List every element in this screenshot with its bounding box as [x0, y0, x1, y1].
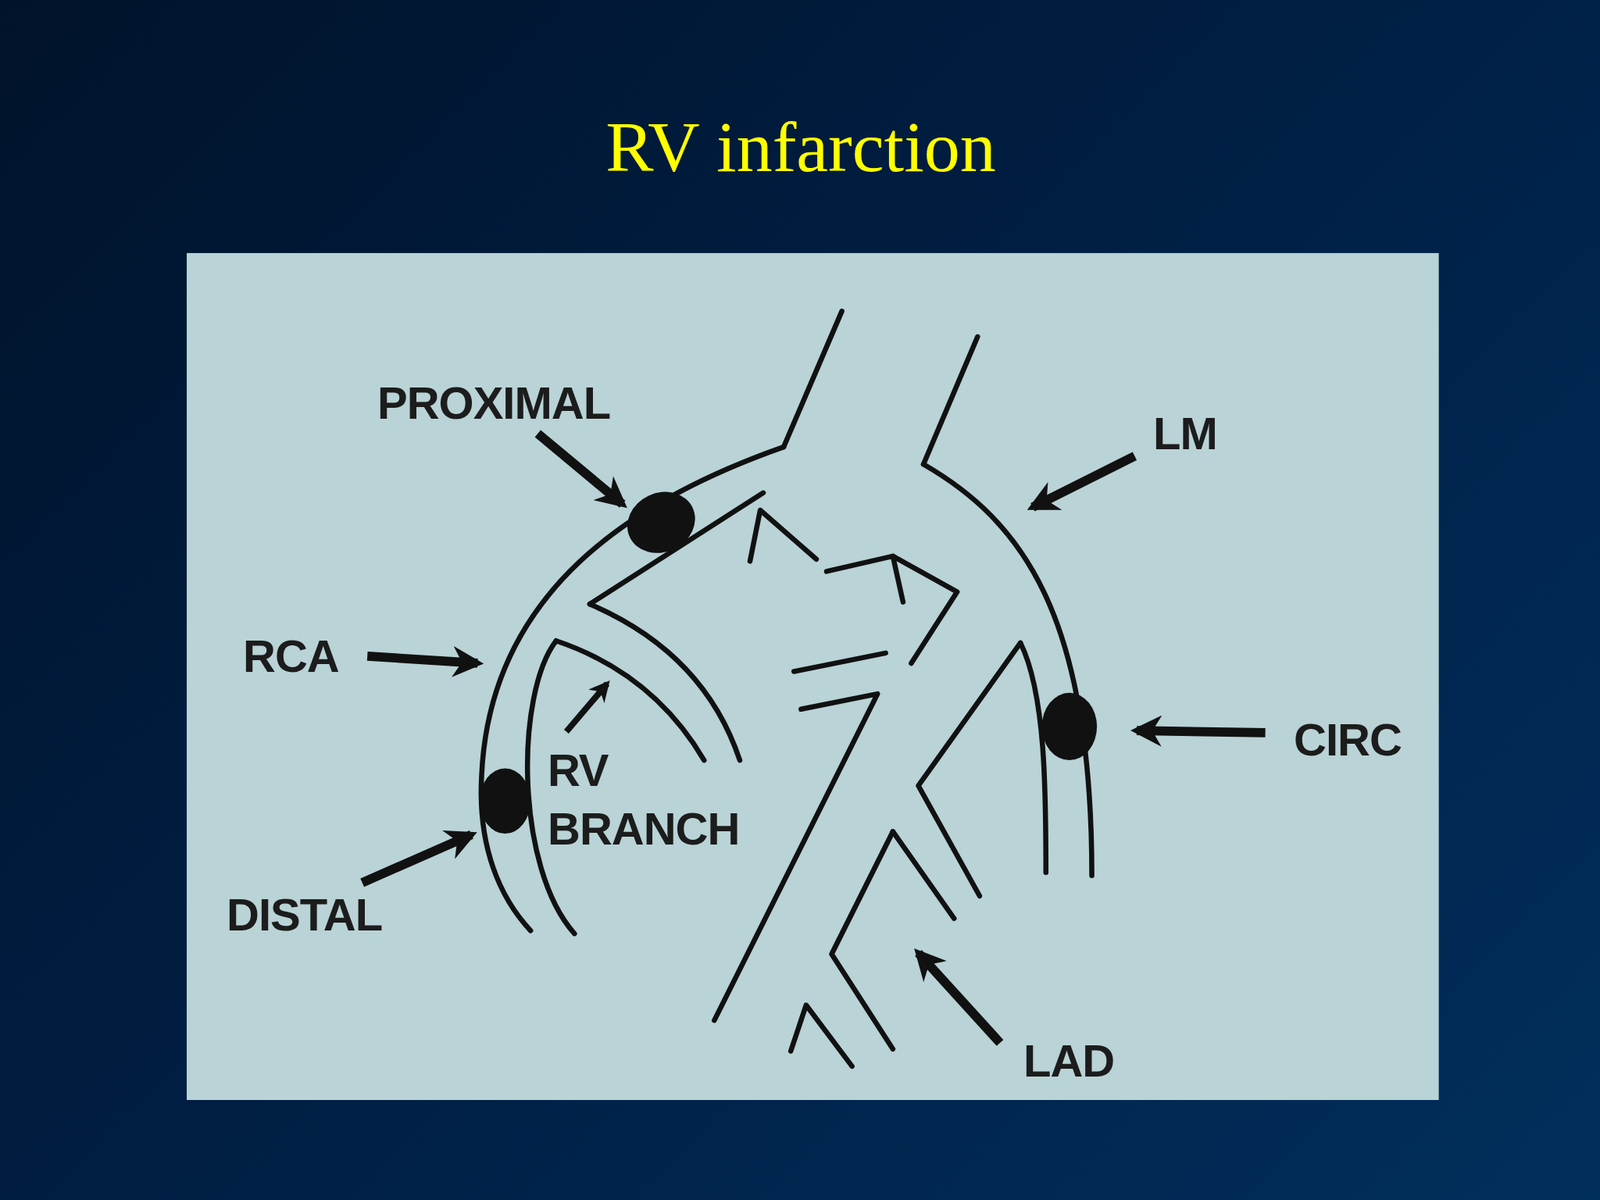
artery-label: DISTAL: [226, 889, 383, 940]
slide-title: RV infarction: [605, 107, 996, 187]
artery-label: LM: [1153, 408, 1218, 459]
pointer-arrows: [362, 433, 1266, 1043]
artery-label: LAD: [1023, 1035, 1115, 1086]
artery-label: CIRC: [1293, 714, 1402, 765]
panel: [186, 253, 1440, 1100]
artery-label: PROXIMAL: [377, 378, 611, 429]
artery-label: RV BRANCH: [547, 740, 775, 859]
artery-label: RCA: [242, 631, 340, 682]
